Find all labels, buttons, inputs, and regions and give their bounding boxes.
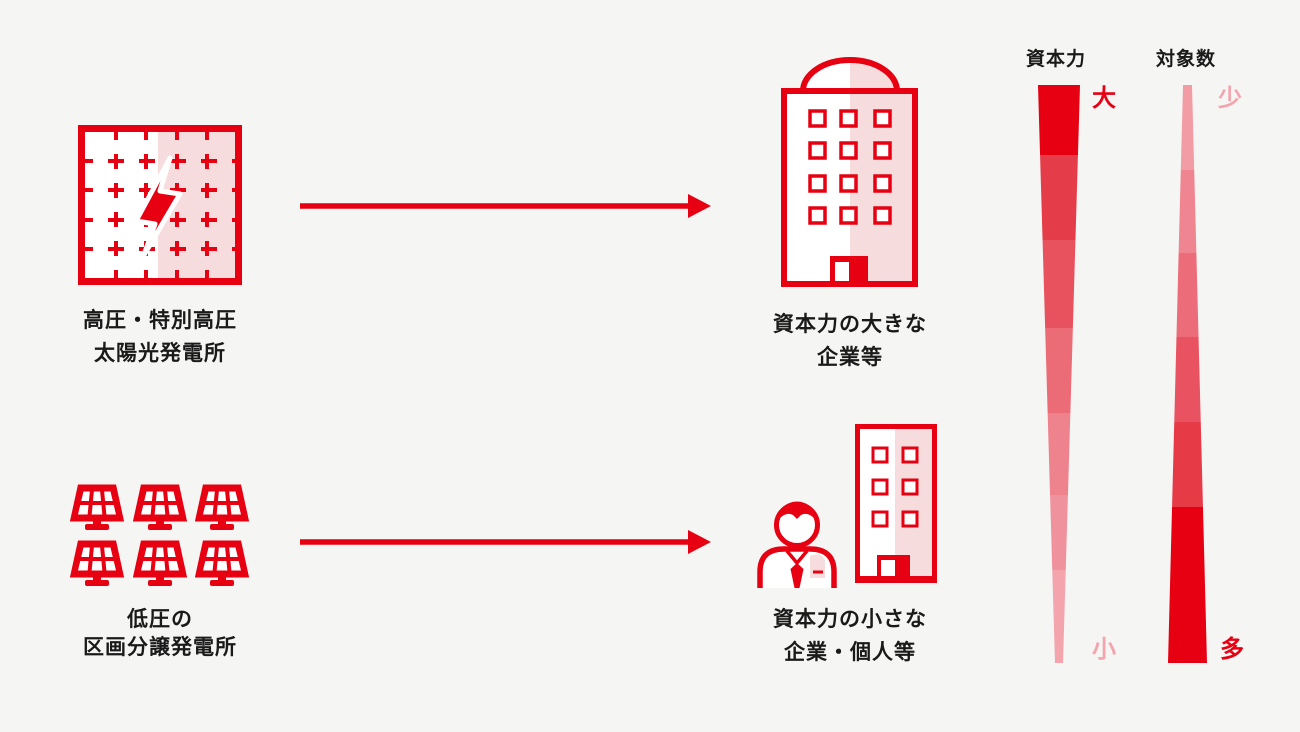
high-voltage-solar-plant-icon bbox=[78, 125, 242, 285]
label-line: 資本力の小さな bbox=[773, 608, 927, 631]
capital-small-label: 小 bbox=[1092, 636, 1116, 663]
source-label-low-voltage: 低圧の 区画分譲発電所 bbox=[10, 606, 310, 662]
target-count-scale-title: 対象数 bbox=[1155, 49, 1216, 70]
right-arrow-icon bbox=[300, 194, 711, 218]
label-line: 高圧・特別高圧 bbox=[83, 309, 237, 332]
label-line: 低圧の bbox=[127, 608, 193, 631]
target-many-label: 多 bbox=[1220, 636, 1244, 663]
label-line: 太陽光発電所 bbox=[94, 342, 226, 365]
lightning-bolt-icon bbox=[133, 155, 183, 258]
large-company-building-icon bbox=[781, 57, 918, 287]
source-label-high-voltage: 高圧・特別高圧 太陽光発電所 bbox=[10, 304, 310, 370]
label-line: 企業・個人等 bbox=[784, 641, 916, 664]
label-line: 企業等 bbox=[817, 346, 883, 369]
tie-icon bbox=[790, 563, 804, 588]
label-line: 資本力の大きな bbox=[773, 313, 927, 336]
right-arrow-icon bbox=[300, 530, 711, 554]
small-company-person-icon bbox=[757, 424, 937, 588]
capital-large-label: 大 bbox=[1092, 85, 1116, 112]
target-label-small-company: 資本力の小さな 企業・個人等 bbox=[700, 603, 1000, 669]
target-label-large-company: 資本力の大きな 企業等 bbox=[700, 308, 1000, 374]
building-windows bbox=[871, 446, 919, 528]
target-count-scale-wedge bbox=[1168, 85, 1207, 663]
capital-scale-wedge bbox=[1038, 85, 1080, 663]
target-few-label: 少 bbox=[1218, 85, 1242, 112]
building-windows bbox=[808, 109, 892, 225]
person-icon bbox=[757, 501, 837, 588]
label-line: 区画分譲発電所 bbox=[83, 636, 237, 659]
low-voltage-subdivided-plant-icon bbox=[65, 483, 255, 591]
capital-scale-title: 資本力 bbox=[1025, 49, 1086, 70]
